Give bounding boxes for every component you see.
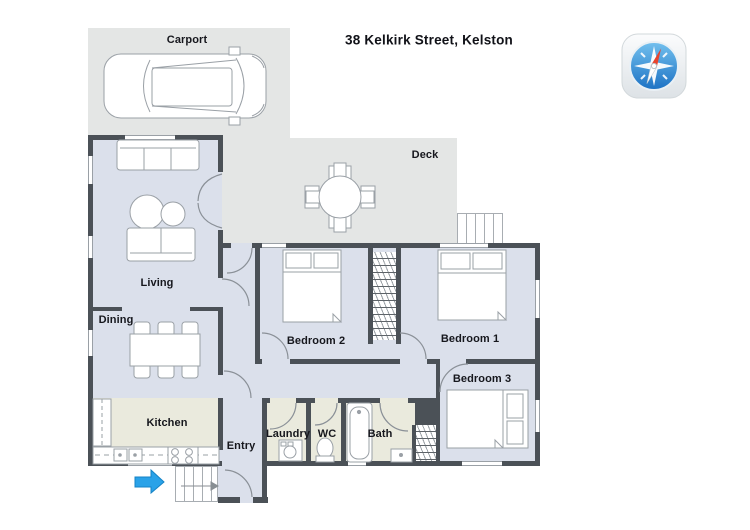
wall (88, 258, 93, 330)
washing-machine (278, 439, 303, 462)
living-door (221, 278, 250, 307)
wall (190, 307, 222, 311)
wall (255, 247, 260, 359)
dining-hall-door (223, 370, 252, 399)
wall (253, 497, 268, 503)
label-bath: Bath (367, 428, 393, 440)
window (535, 400, 540, 432)
car (103, 46, 267, 126)
kitchen-counter (92, 398, 220, 465)
wall (535, 318, 540, 400)
wall (218, 497, 240, 503)
wall (396, 247, 401, 344)
wall (262, 398, 267, 497)
direction-arrow (134, 468, 165, 495)
page-title: 38 Kelkirk Street, Kelston (344, 32, 514, 48)
internal-stairs-upper (373, 252, 396, 340)
label-carport: Carport (166, 34, 208, 46)
window (88, 330, 93, 356)
bed-bedroom3 (446, 389, 529, 449)
french-door-leaf (197, 173, 223, 202)
wall (427, 359, 440, 364)
wall (535, 432, 540, 466)
deck-hall-door (226, 247, 253, 274)
wall (488, 243, 540, 248)
wall (88, 356, 93, 466)
entry-door (224, 469, 253, 498)
deck-stairs (457, 213, 503, 247)
bed-bedroom2 (282, 249, 343, 323)
label-entry: Entry (226, 440, 256, 452)
wc-door (314, 402, 338, 426)
internal-stairs-lower (416, 425, 436, 461)
label-living: Living (140, 277, 174, 289)
wall (341, 398, 346, 461)
living-sofa-2 (126, 227, 196, 262)
label-bedroom1: Bedroom 1 (440, 333, 500, 345)
wall (218, 135, 223, 172)
wall (255, 359, 262, 364)
wall (502, 461, 540, 466)
coffee-tables (129, 194, 186, 230)
wall (296, 398, 315, 403)
compass-icon (621, 33, 687, 99)
wall (222, 243, 231, 248)
wall (306, 398, 311, 461)
label-dining: Dining (98, 314, 134, 326)
bath-sink (390, 448, 413, 463)
laundry-door (269, 402, 297, 430)
wall (436, 364, 440, 461)
label-laundry: Laundry (265, 428, 311, 440)
wall (252, 243, 262, 248)
window (88, 236, 93, 258)
wall (88, 135, 93, 156)
bed-bedroom1 (437, 249, 508, 321)
wall (286, 243, 440, 248)
wall (535, 243, 540, 280)
label-deck: Deck (411, 149, 439, 161)
bedroom1-door (399, 332, 427, 360)
wall (175, 135, 222, 140)
wall (262, 461, 348, 466)
window (262, 243, 286, 248)
bath-door (379, 402, 409, 432)
wall (88, 307, 122, 311)
corridor-area (262, 359, 440, 398)
wall (290, 359, 400, 364)
french-door-leaf (197, 202, 223, 229)
label-kitchen: Kitchen (146, 417, 188, 429)
wall (466, 359, 540, 364)
wall (440, 461, 462, 466)
label-wc: WC (317, 428, 337, 440)
window (535, 280, 540, 318)
living-sofa (116, 139, 200, 171)
stairs-direction (181, 481, 220, 491)
stove (167, 446, 199, 465)
label-bedroom2: Bedroom 2 (286, 335, 346, 347)
wall (218, 307, 223, 375)
window (462, 461, 502, 466)
toilet (315, 437, 335, 463)
outdoor-table (304, 162, 376, 233)
wall (412, 425, 416, 461)
wall (415, 398, 440, 425)
wall (366, 461, 440, 466)
doors (197, 173, 469, 498)
wall (218, 230, 223, 278)
wall (88, 184, 93, 236)
wall (88, 135, 125, 140)
dining-table (129, 321, 201, 379)
label-bedroom3: Bedroom 3 (452, 373, 512, 385)
wall (408, 398, 415, 403)
window (440, 243, 488, 248)
wall (338, 398, 380, 403)
bathtub (346, 402, 373, 463)
wall (368, 247, 373, 344)
window (88, 156, 93, 184)
bedroom2-door (261, 332, 289, 360)
bedroom3-door (439, 363, 469, 393)
wall (218, 398, 223, 450)
